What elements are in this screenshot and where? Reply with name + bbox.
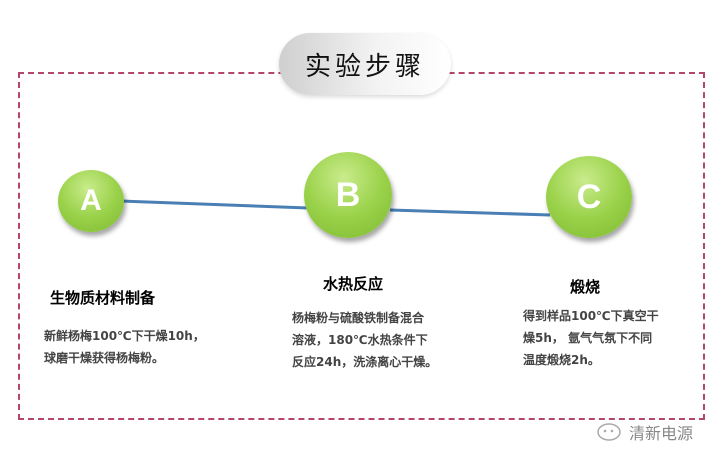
connector-b-c <box>389 208 551 217</box>
step-a-heading: 生物质材料制备 <box>50 289 156 307</box>
wechat-icon <box>597 423 621 441</box>
text-line: 溶液，180℃水热条件下 <box>292 333 428 347</box>
step-b-heading: 水热反应 <box>323 275 384 293</box>
step-a-circle: A <box>58 170 124 232</box>
text-line: 球磨干燥获得杨梅粉。 <box>44 351 165 365</box>
step-b-text: 杨梅粉与硫酸铁制备混合 溶液，180℃水热条件下 反应24h，洗涤离心干燥。 <box>292 307 437 373</box>
text-line: 得到样品100℃下真空干 <box>523 309 659 323</box>
page-title: 实验步骤 <box>279 33 451 95</box>
watermark-text: 清新电源 <box>629 424 694 443</box>
step-a-text: 新鲜杨梅100℃下干燥10h， 球磨干燥获得杨梅粉。 <box>44 325 205 369</box>
watermark: 清新电源 <box>595 420 693 444</box>
step-c-heading: 煅烧 <box>570 278 601 296</box>
text-line: 反应24h，洗涤离心干燥。 <box>292 355 438 369</box>
step-c-circle: C <box>546 156 632 238</box>
step-c-text: 得到样品100℃下真空干 燥5h， 氩气气氛下不同 温度煅烧2h。 <box>523 305 659 371</box>
text-line: 杨梅粉与硫酸铁制备混合 <box>292 311 425 325</box>
text-line: 新鲜杨梅100℃下干燥10h， <box>44 329 205 343</box>
step-b-circle: B <box>304 152 392 238</box>
connector-a-b <box>119 199 309 210</box>
text-line: 燥5h， 氩气气氛下不同 <box>523 331 653 345</box>
text-line: 温度煅烧2h。 <box>523 353 600 367</box>
